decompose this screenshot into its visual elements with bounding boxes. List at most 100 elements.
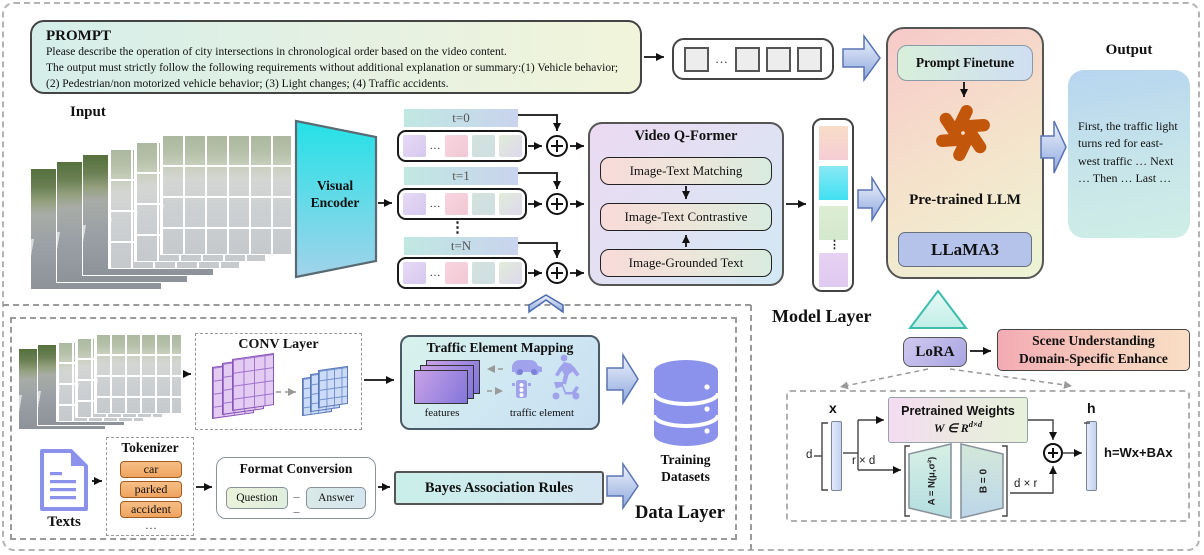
- lora-a-matrix: A = N(μ,σ²): [908, 443, 952, 519]
- output-label: Output: [1105, 42, 1153, 58]
- pretrained-weights-formula: W ∈ Rd×d: [933, 419, 983, 436]
- token-strip-tn: …: [397, 257, 527, 289]
- token: [498, 193, 522, 215]
- prompt-text-line2: The output must strictly follow the foll…: [46, 61, 619, 90]
- features-label: features: [424, 407, 460, 419]
- feature-grid-small: [318, 365, 348, 409]
- lora-b-matrix: B = 0: [960, 443, 1004, 519]
- block-arrow-right: [606, 462, 639, 510]
- svg-text:B = 0: B = 0: [979, 468, 990, 493]
- output-text-box: First, the traffic light turns red for e…: [1068, 70, 1190, 238]
- image-text-contrastive-box: Image-Text Contrastive: [600, 203, 772, 231]
- format-conversion-title: Format Conversion: [239, 461, 353, 476]
- token-chip-parked: parked: [120, 481, 182, 498]
- document-icon: [40, 449, 88, 511]
- lora-box: LoRA: [903, 337, 967, 367]
- token: [444, 262, 468, 284]
- vertical-ellipsis: ⋮: [450, 220, 465, 236]
- ellipsis: …: [715, 51, 729, 66]
- traffic-element-mapping-title: Traffic Element Mapping: [426, 340, 574, 355]
- image-grounded-text-box: Image-Grounded Text: [600, 249, 772, 277]
- video-frame-patched: [160, 133, 292, 255]
- adapter-triangle-icon: [908, 289, 968, 329]
- vertical-ellipsis: ⋮: [829, 239, 840, 251]
- plus-circle-icon: [546, 262, 568, 284]
- traffic-element-label: traffic element: [509, 407, 575, 419]
- ellipsis: …: [429, 140, 441, 152]
- rxd-dimension-label: r × d: [852, 455, 876, 467]
- token: [498, 262, 522, 284]
- token-square: [735, 46, 760, 72]
- video-qformer-title: Video Q-Former: [634, 128, 738, 144]
- token-chip-car: car: [120, 461, 182, 478]
- feature-square: [819, 166, 848, 200]
- openai-logo-icon: [936, 104, 990, 162]
- block-arrow-right: [606, 352, 639, 406]
- block-arrow-right: [1040, 120, 1067, 174]
- scene-line2: Domain-Specific Enhance: [1019, 351, 1168, 366]
- ellipsis: …: [429, 198, 441, 210]
- dxr-dimension-label: d × r: [1014, 478, 1038, 490]
- svg-text:A = N(μ,σ²): A = N(μ,σ²): [927, 457, 938, 506]
- token-strip-t0: …: [397, 130, 527, 162]
- token-square: [684, 46, 709, 72]
- image-text-matching-box: Image-Text Matching: [600, 157, 772, 185]
- section-divider-vertical: [750, 305, 752, 550]
- pretrained-llm-label: Pre-trained LLM: [909, 192, 1021, 208]
- model-layer-label: Model Layer: [772, 306, 872, 326]
- texts-label: Texts: [47, 514, 81, 530]
- frame-header-t1: t=1: [404, 167, 518, 185]
- plus-circle-icon: [1043, 443, 1063, 463]
- frame-header-t0: t=0: [404, 109, 518, 127]
- visual-encoder-shape: [294, 119, 378, 279]
- conv-layer-box: [195, 333, 362, 430]
- feature-grid: [232, 353, 274, 411]
- block-arrow-right: [842, 34, 881, 82]
- llama3-box: LLaMA3: [898, 232, 1032, 267]
- token: [402, 262, 426, 284]
- lora-formula: h=Wx+BAx: [1104, 445, 1173, 460]
- token: [444, 135, 468, 157]
- token: [402, 135, 426, 157]
- section-divider-horizontal: [3, 304, 751, 306]
- question-box: Question: [226, 487, 288, 509]
- data-layer-label: Data Layer: [635, 503, 725, 523]
- token: [471, 193, 495, 215]
- x-vector-bar: [831, 421, 842, 491]
- qformer-output-strip: [812, 118, 854, 292]
- conv-layer-title: CONV Layer: [238, 337, 319, 352]
- data-layer-dashed-box: [10, 317, 737, 540]
- prompt-token-sequence: …: [672, 38, 834, 80]
- pedestrian-icon: [555, 354, 580, 385]
- car-icon: [512, 360, 542, 375]
- h-vector-label: h: [1087, 400, 1096, 416]
- scene-line1: Scene Understanding: [1032, 333, 1155, 349]
- plus-circle-icon: [546, 135, 568, 157]
- d-dimension-label: d: [806, 449, 813, 461]
- plus-circle-icon: [546, 193, 568, 215]
- token-strip-t1: …: [397, 188, 527, 220]
- x-vector-label: x: [829, 400, 837, 416]
- lora-detail-dashed-box: [786, 390, 1190, 522]
- feature-square: [819, 206, 848, 240]
- pretrained-weights-box: Pretrained Weights W ∈ Rd×d: [888, 397, 1028, 443]
- prompt-text-line1: Please describe the operation of city in…: [46, 46, 507, 58]
- chevron-up-arrow: [528, 294, 564, 314]
- token-square: [797, 46, 822, 72]
- feature-square: [819, 253, 848, 287]
- answer-box: Answer: [306, 487, 366, 509]
- scene-understanding-box: Scene Understanding Domain-Specific Enha…: [997, 329, 1190, 371]
- visual-encoder-label: Visual Encoder: [310, 178, 360, 210]
- prompt-box: PROMPT Please describe the operation of …: [30, 20, 642, 94]
- h-vector-bar: [1086, 421, 1097, 491]
- token: [471, 262, 495, 284]
- ellipsis: …: [429, 267, 441, 279]
- tokenizer-box: [106, 437, 194, 536]
- feature-square: [819, 126, 848, 160]
- token: [498, 135, 522, 157]
- database-icon: [652, 360, 720, 446]
- block-arrow-right: [857, 176, 886, 222]
- frame-header-tn: t=N: [404, 237, 518, 255]
